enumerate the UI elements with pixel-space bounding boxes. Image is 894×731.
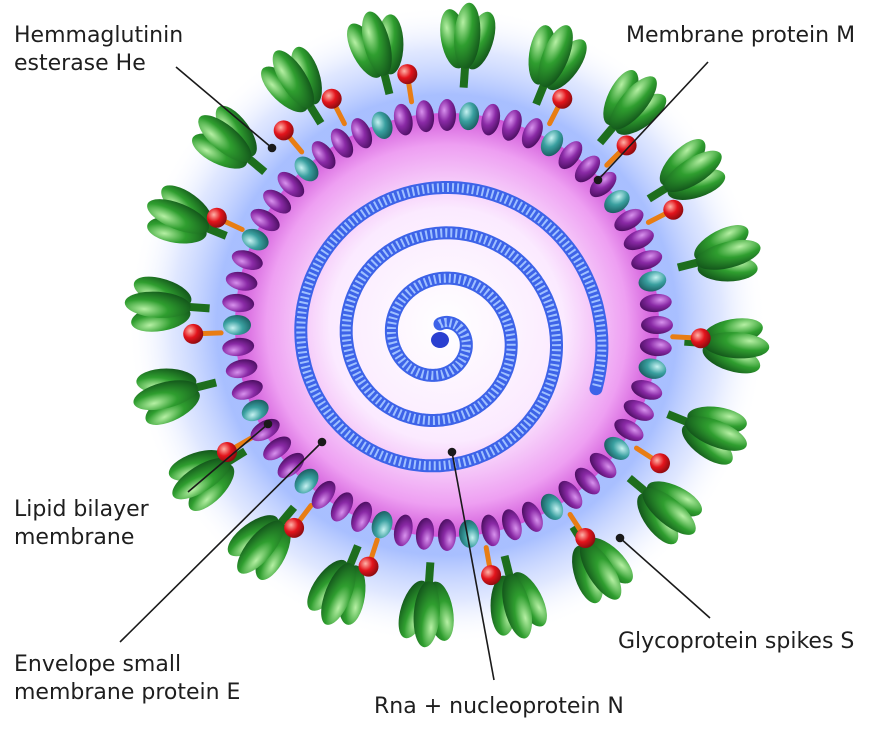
label-membrane-protein-text: Membrane protein M xyxy=(626,22,855,50)
label-hemagglutinin-line2: esterase He xyxy=(14,50,183,78)
label-envelope-line2: membrane protein E xyxy=(14,679,240,707)
he-protein xyxy=(207,208,227,228)
he-protein xyxy=(481,565,501,585)
label-lipid-bilayer: Lipid bilayer membrane xyxy=(14,496,149,552)
he-protein xyxy=(575,528,595,548)
leader-dot xyxy=(265,421,272,428)
he-protein xyxy=(397,64,417,84)
lipid-bead xyxy=(438,519,456,551)
he-protein xyxy=(663,200,683,220)
leader-dot xyxy=(449,449,456,456)
label-lipid-line1: Lipid bilayer xyxy=(14,496,149,524)
he-protein xyxy=(552,89,572,109)
he-protein xyxy=(183,324,203,344)
leader-dot xyxy=(269,145,276,152)
leader-dot xyxy=(595,177,602,184)
he-protein xyxy=(322,89,342,109)
label-rna-nucleoprotein: Rna + nucleoprotein N xyxy=(374,693,624,721)
rna-core xyxy=(431,332,449,348)
he-protein xyxy=(359,557,379,577)
he-protein xyxy=(650,453,670,473)
label-glycoprotein-text: Glycoprotein spikes S xyxy=(618,628,854,656)
label-hemagglutinin-esterase: Hemmaglutinin esterase He xyxy=(14,22,183,78)
he-protein xyxy=(617,135,637,155)
he-protein xyxy=(691,328,711,348)
lipid-bead xyxy=(641,316,673,334)
label-glycoprotein-spikes: Glycoprotein spikes S xyxy=(618,628,854,656)
leader-dot xyxy=(319,439,326,446)
label-hemagglutinin-line1: Hemmaglutinin xyxy=(14,22,183,50)
label-envelope-protein: Envelope small membrane protein E xyxy=(14,651,240,707)
label-rna-text: Rna + nucleoprotein N xyxy=(374,693,624,721)
label-membrane-protein: Membrane protein M xyxy=(626,22,855,50)
he-protein xyxy=(274,120,294,140)
label-envelope-line1: Envelope small xyxy=(14,651,240,679)
membrane-protein-m xyxy=(223,315,251,335)
label-lipid-line2: membrane xyxy=(14,524,149,552)
leader-dot xyxy=(617,535,624,542)
lipid-bead xyxy=(438,99,456,131)
he-protein xyxy=(284,518,304,538)
